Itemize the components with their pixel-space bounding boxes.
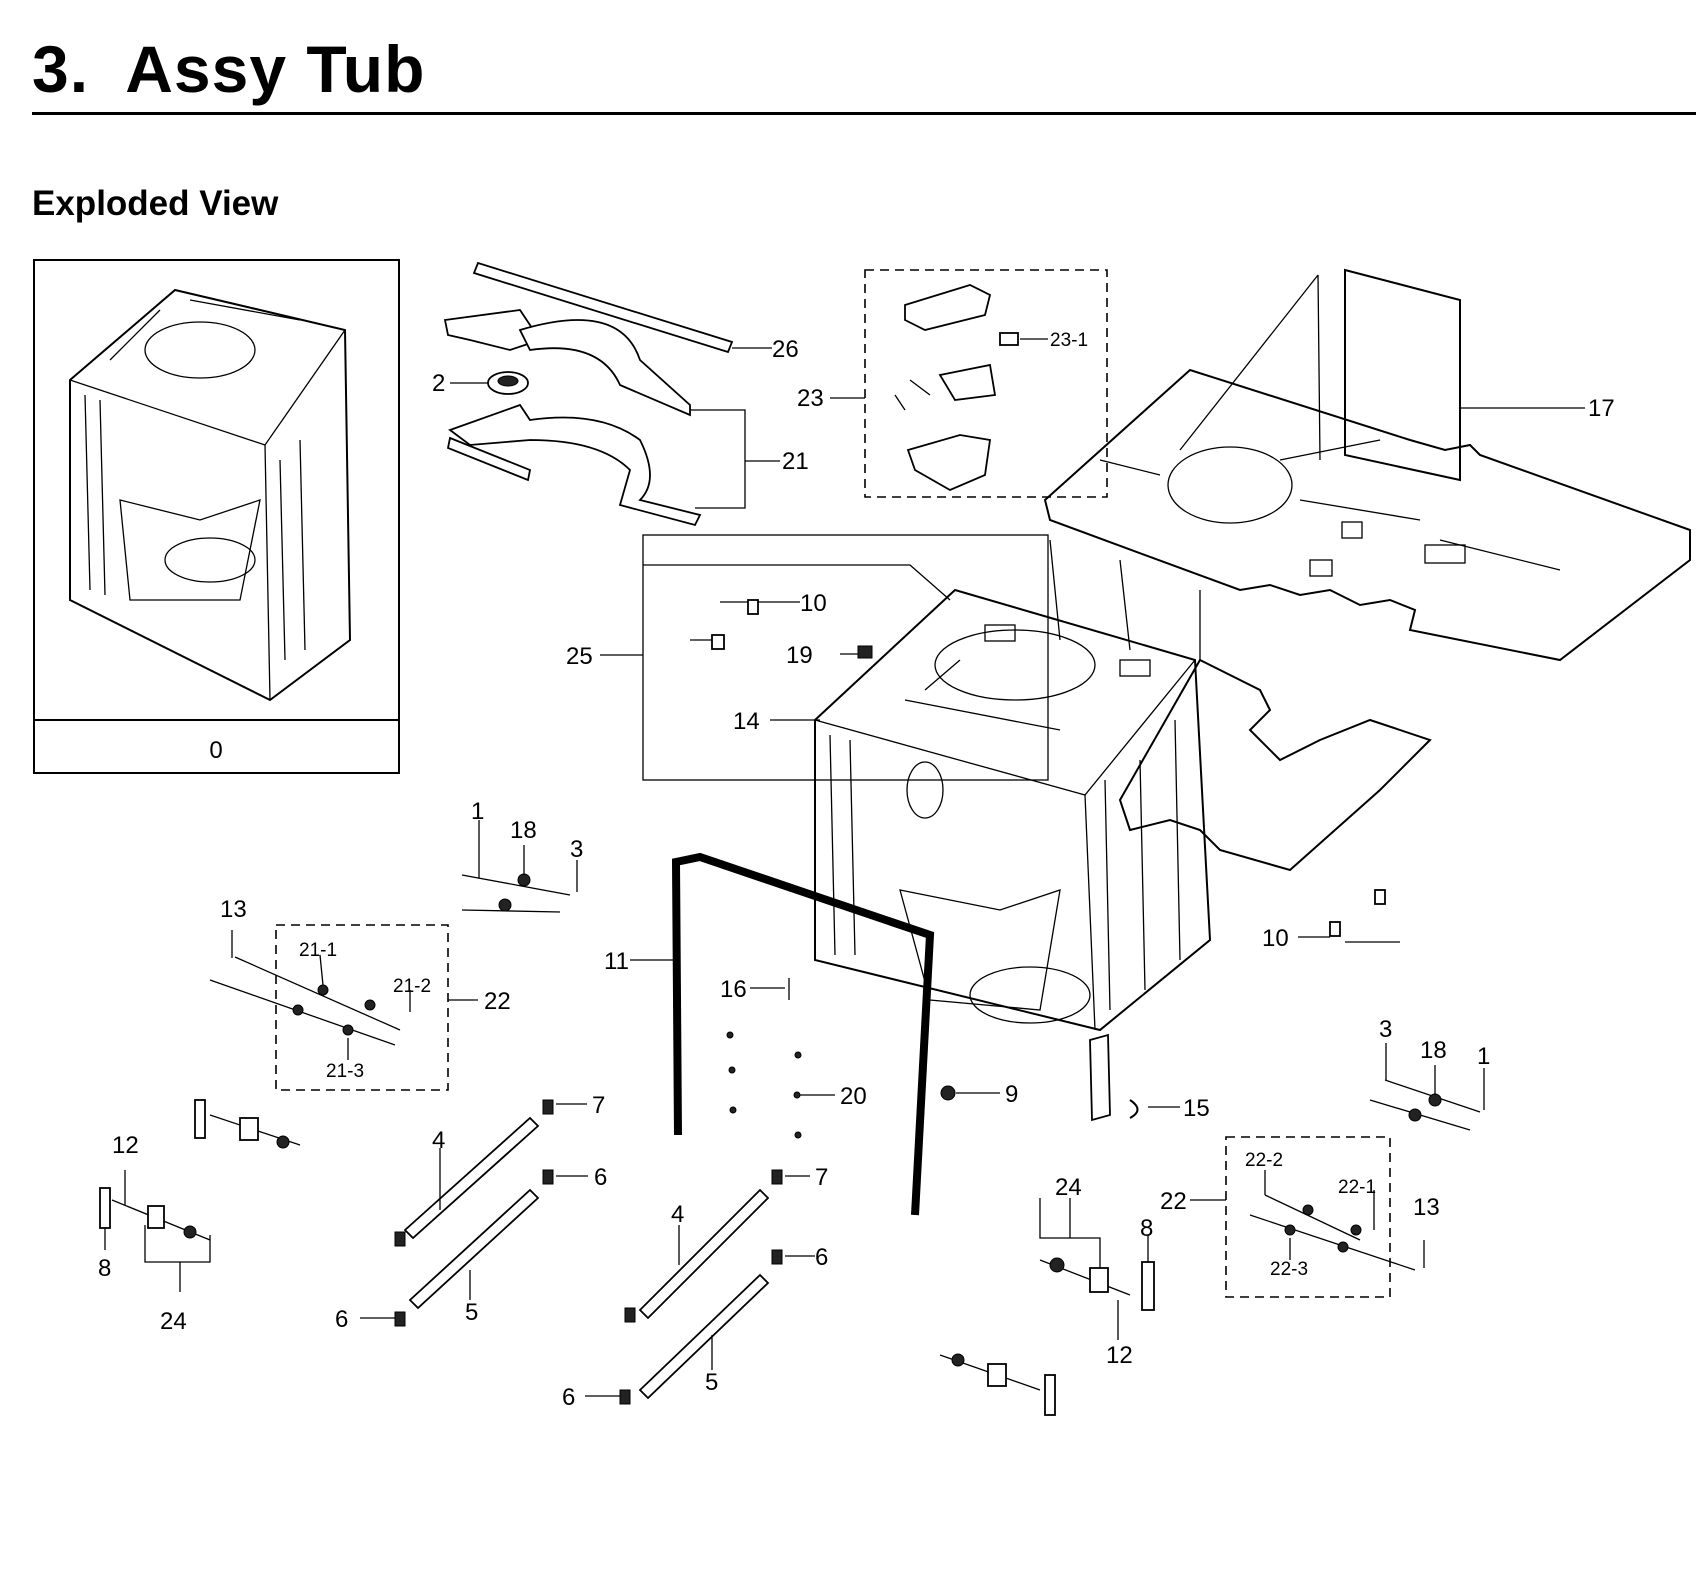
callout-21: 21	[782, 448, 809, 475]
callout-4-left: 4	[432, 1127, 445, 1154]
right-axle-parts	[1369, 1043, 1485, 1131]
callout-6-right-top: 6	[815, 1244, 828, 1271]
callout-5-right: 5	[705, 1369, 718, 1396]
callout-11: 11	[604, 948, 629, 975]
left-hinge-assemblies	[99, 1099, 301, 1292]
callout-13-left: 13	[220, 896, 247, 923]
left-roller-group-22	[209, 924, 478, 1091]
callout-14: 14	[733, 708, 760, 735]
callout-6-left-bottom: 6	[335, 1306, 348, 1333]
callout-8-left: 8	[98, 1255, 111, 1282]
right-rack-rails	[585, 1169, 815, 1405]
callout-9: 9	[1005, 1081, 1018, 1108]
callout-22-1: 22-1	[1338, 1177, 1376, 1198]
overview-panel: 0	[33, 259, 400, 774]
callout-22-2: 22-2	[1245, 1150, 1283, 1171]
callout-24-right: 24	[1055, 1174, 1082, 1201]
right-hinge-assembly	[1039, 1198, 1155, 1340]
section-subtitle: Exploded View	[32, 184, 279, 223]
callout-26: 26	[772, 336, 799, 363]
callout-5-left: 5	[465, 1299, 478, 1326]
callout-18-right: 18	[1420, 1037, 1447, 1064]
callout-16: 16	[720, 976, 747, 1003]
callout-19: 19	[786, 642, 813, 669]
callout-3-left: 3	[570, 836, 583, 863]
callout-21-3: 21-3	[326, 1061, 364, 1082]
part-23-dispenser-group	[830, 269, 1108, 498]
callout-7-left: 7	[592, 1092, 605, 1119]
part-2-spray-assembly	[443, 309, 691, 417]
callout-8-right: 8	[1140, 1215, 1153, 1242]
callout-17: 17	[1588, 395, 1615, 422]
small-hardware-parts	[726, 889, 1400, 1139]
callout-13-right: 13	[1413, 1194, 1440, 1221]
callout-10-right: 10	[1262, 925, 1289, 952]
title-divider	[32, 112, 1696, 115]
callout-7-right: 7	[815, 1164, 828, 1191]
callout-18-left: 18	[510, 817, 537, 844]
left-axle-parts	[461, 820, 578, 913]
callout-4-right: 4	[671, 1201, 684, 1228]
overview-tub-drawing	[69, 288, 352, 702]
callout-3-right: 3	[1379, 1016, 1392, 1043]
page-title: 3. Assy Tub	[32, 32, 426, 106]
callout-22-3: 22-3	[1270, 1259, 1308, 1280]
part-21-spray-arm	[446, 403, 780, 527]
callout-1-left: 1	[471, 798, 484, 825]
callout-2: 2	[432, 370, 445, 397]
center-hinge-assembly	[939, 1353, 1056, 1416]
part-26-top-rail	[472, 261, 772, 354]
callout-1-right: 1	[1477, 1043, 1490, 1070]
callout-6-left-top: 6	[594, 1164, 607, 1191]
main-tub-drawing	[814, 588, 1212, 1032]
callout-22-left: 22	[484, 988, 511, 1015]
callout-12-right: 12	[1106, 1342, 1133, 1369]
callout-10-top: 10	[800, 590, 827, 617]
callout-21-1: 21-1	[299, 940, 337, 961]
callout-15: 15	[1183, 1095, 1210, 1122]
overview-label: 0	[209, 737, 222, 764]
callout-22-right: 22	[1160, 1188, 1187, 1215]
callout-25: 25	[566, 643, 593, 670]
callout-labels: 26 2 21 23 23-1 17 25 10 19 14 10 1 18 3…	[98, 330, 1615, 1411]
callout-23-1: 23-1	[1050, 330, 1088, 351]
right-roller-group-22	[1190, 1136, 1425, 1298]
callout-6-right-bottom: 6	[562, 1384, 575, 1411]
callout-12-left: 12	[112, 1132, 139, 1159]
part-25-bracket-group	[600, 534, 1049, 781]
callout-20: 20	[840, 1083, 867, 1110]
callout-24-left: 24	[160, 1308, 187, 1335]
callout-21-2: 21-2	[393, 976, 431, 997]
callout-23: 23	[797, 385, 824, 412]
left-rack-rails	[360, 1099, 588, 1327]
part-11-door-gasket	[630, 852, 935, 1216]
part-17-insulation	[1043, 268, 1691, 872]
